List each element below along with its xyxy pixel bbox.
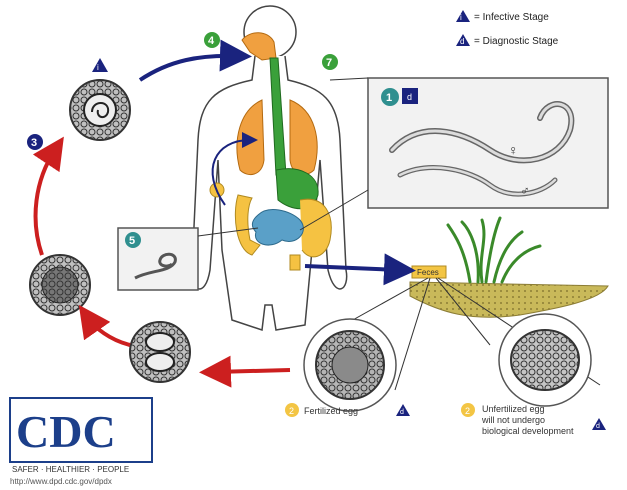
pointer-line-intestine-worms xyxy=(330,78,368,80)
svg-text:2: 2 xyxy=(465,406,470,416)
svg-text:4: 4 xyxy=(208,35,215,47)
svg-text:3: 3 xyxy=(31,137,37,149)
cdc-logo-text: CDC xyxy=(16,406,116,457)
fertilized-egg-large xyxy=(304,319,396,411)
unfertilized-egg-large xyxy=(499,314,591,406)
soil-with-grass: Feces xyxy=(410,218,608,317)
svg-text:5: 5 xyxy=(129,235,135,247)
infective-stage-symbol: i xyxy=(460,13,462,22)
diagnostic-stage-label: = Diagnostic Stage xyxy=(474,36,559,47)
legend: i = Infective Stage d = Diagnostic Stage xyxy=(456,10,559,47)
unfertilized-egg-label-line-1: Unfertilized egg xyxy=(482,404,545,414)
feces-label: Feces xyxy=(417,268,439,277)
infective-stage-label: = Infective Stage xyxy=(474,12,549,23)
cdc-tagline: SAFER · HEALTHIER · PEOPLE xyxy=(12,465,129,474)
svg-text:7: 7 xyxy=(326,57,332,69)
svg-text:d: d xyxy=(407,92,412,102)
egg-embryonated-top xyxy=(70,80,130,140)
rectum xyxy=(290,255,300,270)
egg-two-cell xyxy=(130,322,190,382)
svg-text:2: 2 xyxy=(289,406,294,416)
cdc-logo: CDC SAFER · HEALTHIER · PEOPLE http://ww… xyxy=(10,398,152,486)
unfertilized-egg-label-line-3: biological development xyxy=(482,426,574,436)
fertilized-egg-label: Fertilized egg xyxy=(304,406,358,416)
svg-text:1: 1 xyxy=(386,92,392,104)
unfertilized-egg-caption: 2 Unfertilized egg will not undergo biol… xyxy=(461,403,606,436)
egg-multicell xyxy=(30,255,90,315)
infective-stage-icon xyxy=(456,10,470,22)
svg-text:d: d xyxy=(400,409,404,416)
cdc-url: http://www.dpd.cdc.gov/dpdx xyxy=(10,477,112,486)
unfertilized-egg-label-line-2: will not undergo xyxy=(481,415,545,425)
svg-text:i: i xyxy=(97,63,99,72)
fertilized-egg-caption: 2 Fertilized egg d xyxy=(285,403,410,417)
male-symbol: ♂ xyxy=(520,183,530,198)
svg-text:d: d xyxy=(596,423,600,430)
diagnostic-stage-symbol: d xyxy=(460,37,464,46)
female-symbol: ♀ xyxy=(508,142,519,158)
grass xyxy=(448,218,540,282)
infective-stage-badge-egg xyxy=(92,58,108,72)
